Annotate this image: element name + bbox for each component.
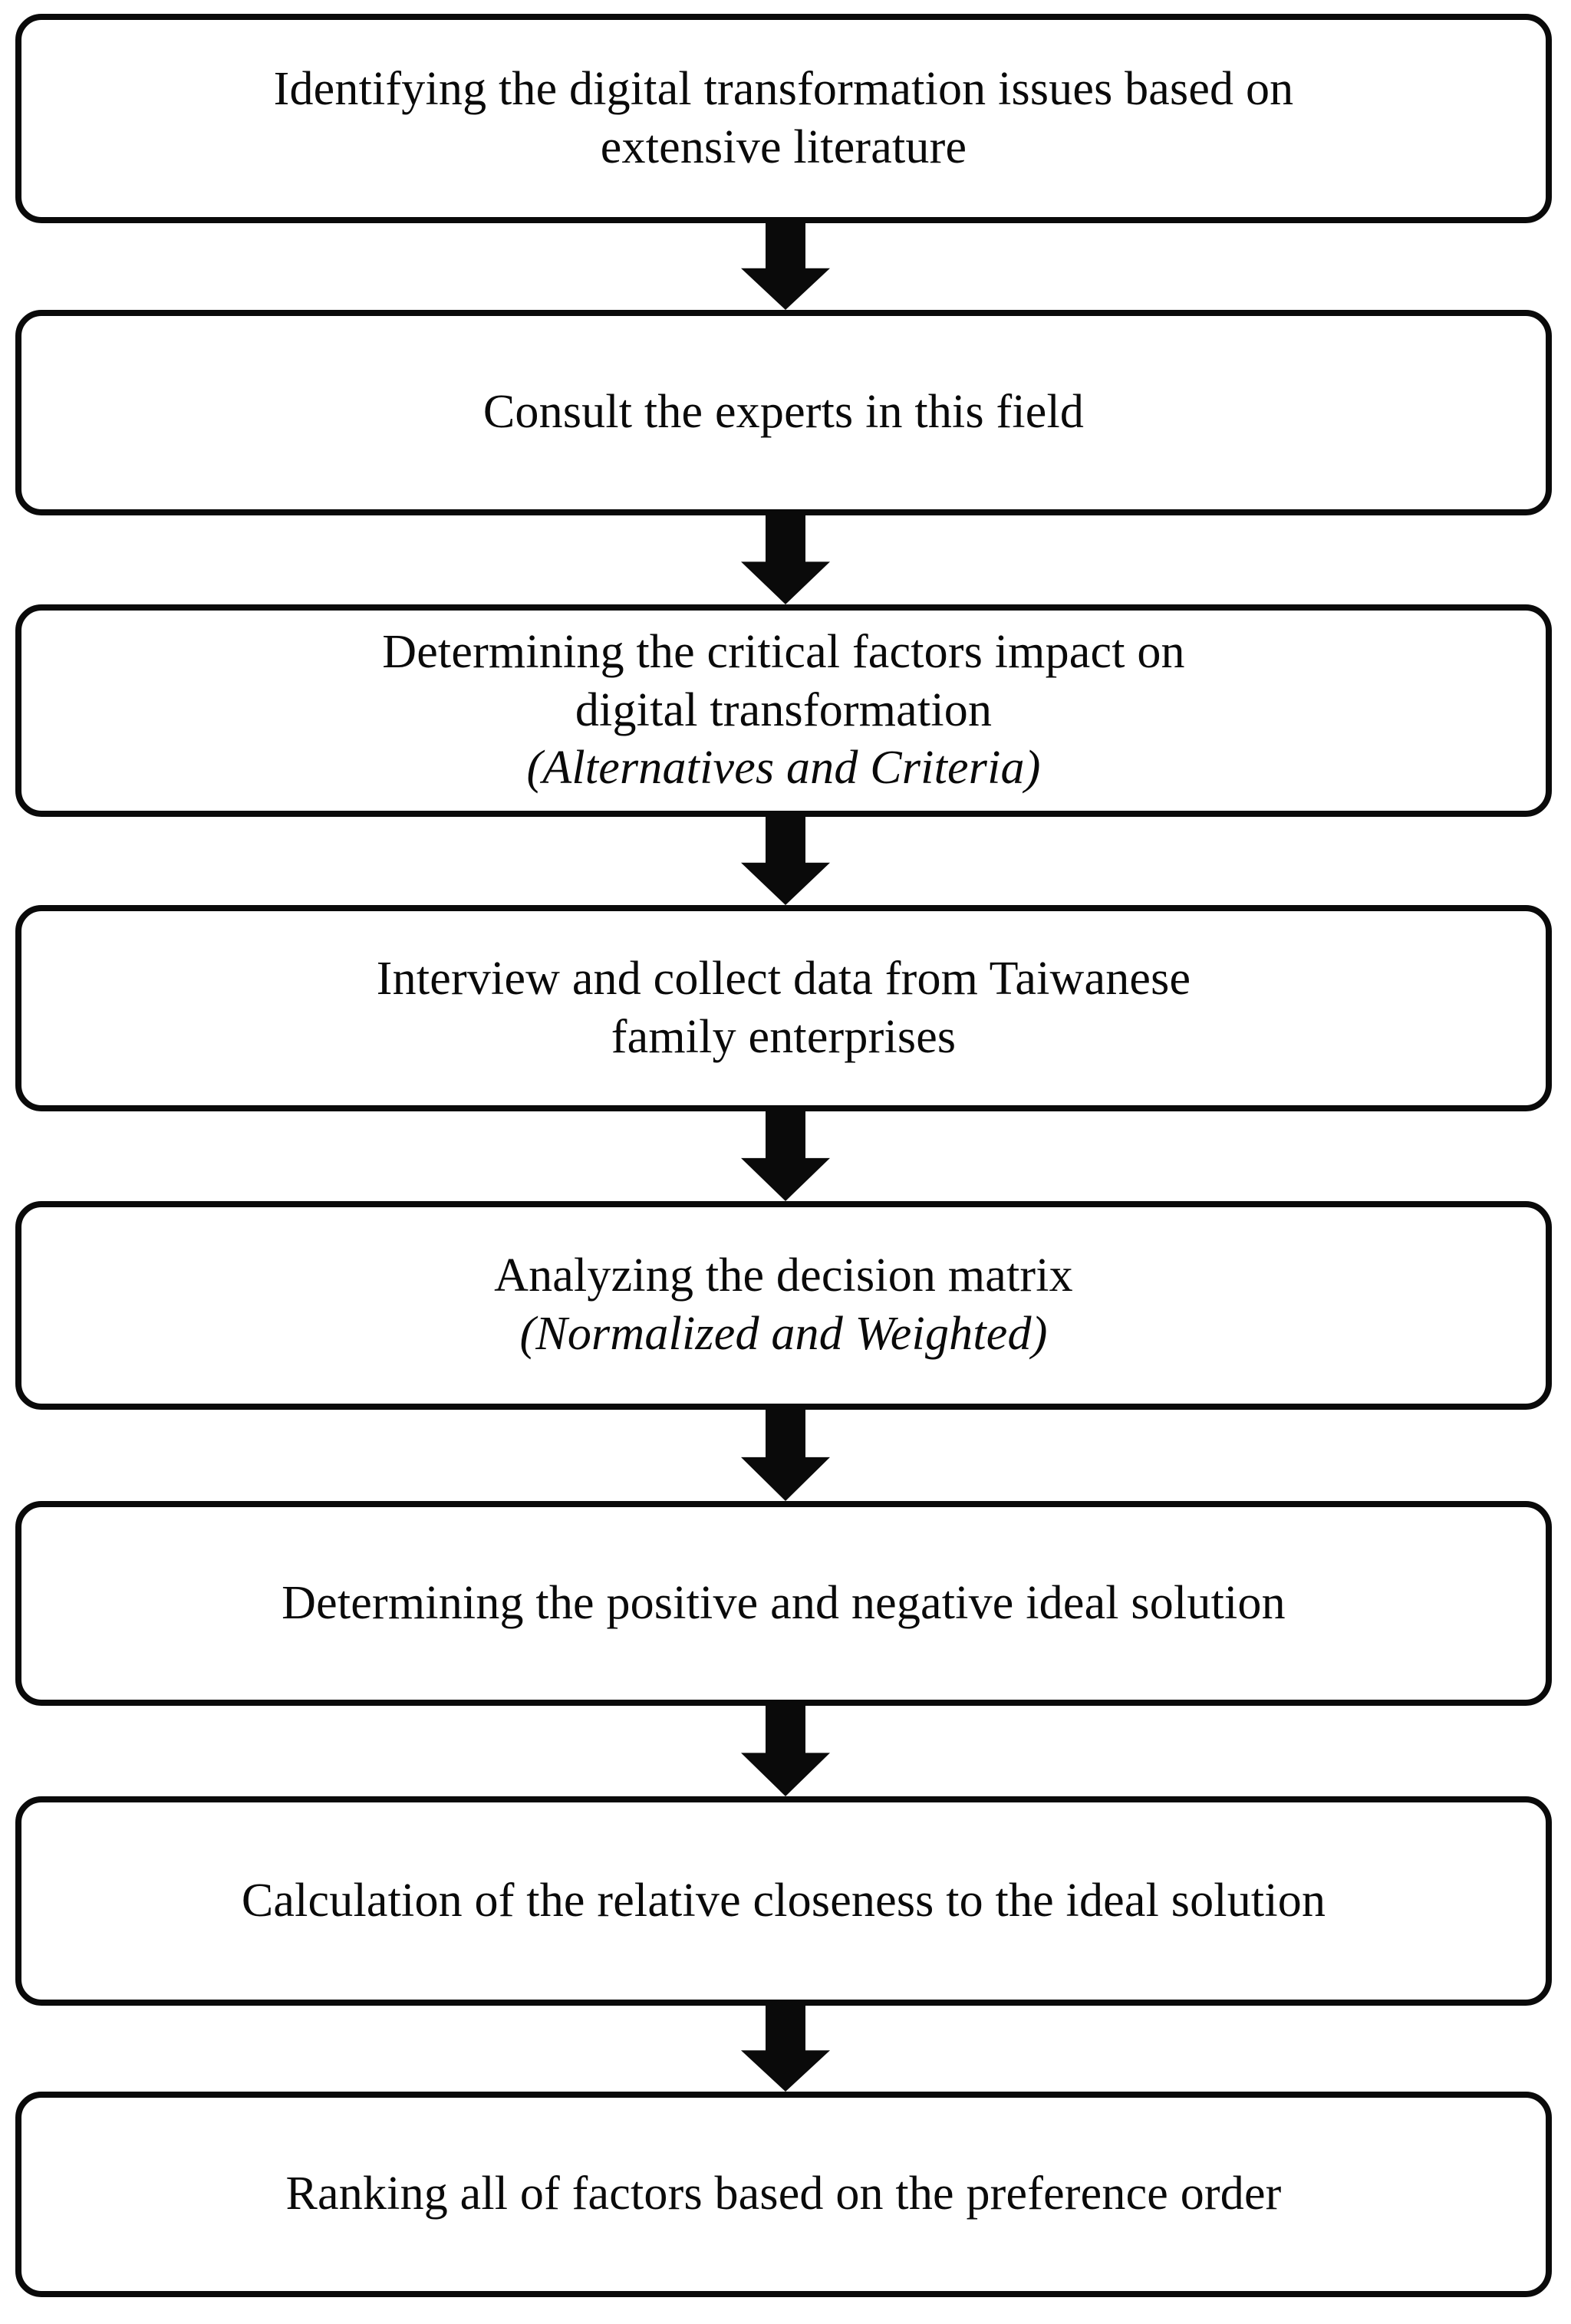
flow-node-6-line-1: Determining the positive and negative id… [282,1576,1286,1629]
flow-arrow-down-7 [741,2006,830,2092]
flow-node-7: Calculation of the relative closeness to… [15,1796,1552,2006]
flow-arrow-down-5 [741,1410,830,1501]
flow-node-5-line-1: Analyzing the decision matrix [494,1249,1073,1302]
flow-node-4: Interview and collect data from Taiwanes… [15,905,1552,1111]
flow-arrow-down-1 [741,223,830,310]
flow-node-1: Identifying the digital transformation i… [15,14,1552,223]
flow-node-7-line-1: Calculation of the relative closeness to… [241,1874,1326,1927]
flow-node-3-line-3: (Alternatives and Criteria) [526,742,1041,795]
flow-node-4-line-1: Interview and collect data from Taiwanes… [376,952,1191,1005]
flow-node-2: Consult the experts in this field [15,310,1552,515]
flow-node-3: Determining the critical factors impact … [15,604,1552,817]
flow-node-8-line-1: Ranking all of factors based on the pref… [285,2168,1282,2220]
flow-node-4-line-2: family enterprises [611,1010,957,1063]
flow-arrow-down-2 [741,515,830,604]
flow-node-3-line-2: digital transformation [575,683,993,736]
flow-arrow-down-6 [741,1706,830,1796]
flow-arrow-down-3 [741,817,830,905]
flow-node-1-line-1: Identifying the digital transformation i… [273,62,1294,115]
flow-node-8: Ranking all of factors based on the pref… [15,2092,1552,2297]
flow-node-5: Analyzing the decision matrix (Normalized… [15,1201,1552,1410]
flow-node-2-line-1: Consult the experts in this field [482,386,1085,439]
flow-node-3-line-1: Determining the critical factors impact … [382,626,1185,679]
flow-node-6: Determining the positive and negative id… [15,1501,1552,1706]
flow-node-5-line-2: (Normalized and Weighted) [519,1308,1048,1360]
flow-node-1-line-2: extensive literature [600,120,967,173]
flow-arrow-down-4 [741,1111,830,1201]
